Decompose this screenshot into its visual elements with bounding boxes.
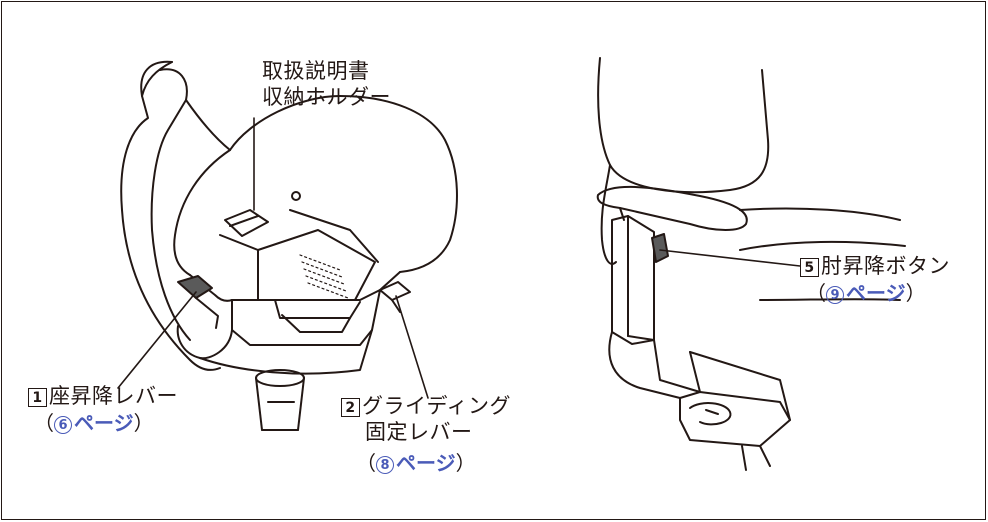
- page-text: ページ: [74, 411, 134, 435]
- page-text: ページ: [396, 451, 456, 475]
- item5-text: 肘昇降ボタン: [821, 254, 950, 278]
- page-number-circle: 9: [826, 286, 844, 304]
- manual-holder-label: 取扱説明書 収納ホルダー: [262, 58, 391, 110]
- left-chair-drawing: [120, 60, 458, 431]
- right-chair-drawing: [596, 57, 906, 471]
- item2-number: 2: [341, 398, 360, 417]
- close-paren: ）: [455, 451, 476, 475]
- open-paren: （: [34, 411, 54, 435]
- close-paren: ）: [905, 281, 926, 305]
- item1-number: 1: [28, 388, 47, 407]
- item5-number: 5: [800, 258, 819, 277]
- item1-text: 座昇降レバー: [49, 384, 178, 408]
- page-number-circle: 6: [54, 416, 72, 434]
- open-paren: （: [356, 451, 376, 475]
- leader-lines: [117, 117, 801, 399]
- manual-holder-label-line2: 収納ホルダー: [262, 85, 391, 109]
- open-paren: （: [806, 281, 826, 305]
- item2-text-line2: 固定レバー: [365, 420, 473, 444]
- page-number-circle: 8: [376, 456, 394, 474]
- close-paren: ）: [133, 411, 154, 435]
- item2-text: グライディング: [362, 394, 512, 418]
- page-text: ページ: [846, 281, 906, 305]
- manual-holder-label-line1: 取扱説明書: [262, 59, 370, 83]
